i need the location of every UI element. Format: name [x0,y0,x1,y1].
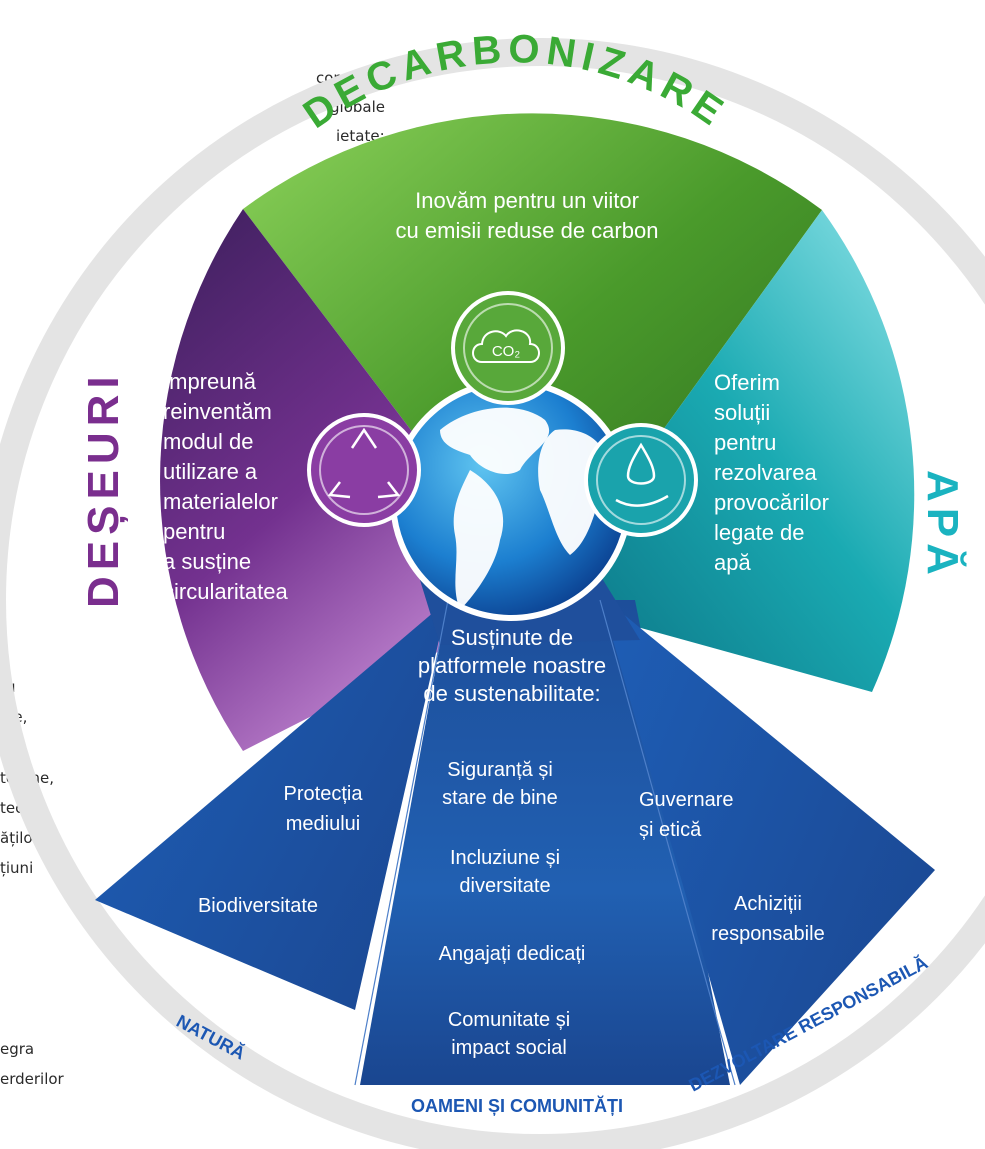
platform-item-comunitate-line: impact social [451,1037,567,1059]
center-heading-line: platformele noastre [418,653,606,678]
platform-item-incluziune-line: Incluziune și [450,847,560,869]
left-fragment-line: erderilor [0,1070,64,1088]
platform-item-protectia-line: Protecția [284,783,364,805]
quadrant-text-decarbonizare-line: Inovăm pentru un viitor [415,188,639,213]
center-heading-line: de sustenabilitate: [423,681,600,706]
quadrant-text-apa-line: legate de [714,520,805,545]
quadrant-text-deseuri-line: a susține [163,549,251,574]
outer-ring [0,38,985,1149]
platform-item-incluziune-line: diversitate [459,875,550,897]
quadrant-text-apa-line: Oferim [714,370,780,395]
platform-item-comunitate-line: Comunitate și [448,1009,570,1031]
platform-item-comunitate: Comunitate și impact social [448,1009,570,1059]
platform-item-biodiversitate: Biodiversitate [198,895,318,917]
platform-item-protectia-line: mediului [286,813,360,835]
quadrant-text-apa-line: soluții [714,400,770,425]
quadrant-text-apa-line: pentru [714,430,776,455]
quadrant-text-deseuri-line: reinventăm [163,399,272,424]
platform-item-achizitii-line: Achiziții [734,893,802,915]
quadrant-text-apa-line: apă [714,550,751,575]
platform-item-siguranta-line: stare de bine [442,787,558,809]
quadrant-text-decarbonizare: Inovăm pentru un viitor cu emisii reduse … [396,188,659,243]
platform-natura [95,600,448,1010]
quadrant-text-deseuri-line: utilizare a [163,459,258,484]
co2-cloud-icon: CO₂ [451,291,565,405]
center-heading: Susținute de platformele noastre de susten… [418,625,606,706]
quadrant-text-decarbonizare-line: cu emisii reduse de carbon [396,218,659,243]
water-drop-hand-icon [584,423,698,537]
platform-item-achizitii-line: responsabile [711,923,824,945]
quadrant-text-apa-line: provocărilor [714,490,829,515]
platform-item-biodiversitate-line: Biodiversitate [198,895,318,917]
quadrant-text-deseuri-line: modul de [163,429,254,454]
platform-item-guvernare-line: și etică [639,819,702,841]
globe-icon [390,379,632,621]
platform-item-angajati-line: Angajați dedicați [439,943,586,965]
title-apa: APĂ [918,470,968,581]
recycle-icon [307,413,421,527]
quadrant-text-apa: Oferim soluții pentru rezolvarea provocărilo… [714,370,829,575]
quadrant-text-apa-line: rezolvarea [714,460,817,485]
platform-item-guvernare: Guvernare și etică [639,789,734,841]
platform-item-siguranta-line: Siguranță și [447,759,553,781]
title-deseuri: DEȘEURI [79,370,128,608]
platform-item-achizitii: Achiziții responsabile [711,893,824,945]
quadrant-text-deseuri-line: pentru [163,519,225,544]
platform-dezvoltare [600,595,935,1085]
left-fragment-line: țiuni [0,859,34,877]
left-fragment-line: egra [0,1040,35,1058]
platform-item-incluziune: Incluziune și diversitate [450,847,560,897]
co2-label: CO₂ [492,343,521,360]
quadrant-text-deseuri-line: circularitatea [163,579,288,604]
center-heading-line: Susținute de [451,625,573,650]
quadrant-text-deseuri-line: Împreună [162,369,257,394]
platform-item-angajati: Angajați dedicați [439,943,586,965]
platform-item-guvernare-line: Guvernare [639,789,734,811]
quadrant-text-deseuri: Împreună reinventăm modul de utilizare a mat… [162,369,288,604]
quadrant-apa [540,210,915,692]
bottom-title-oameni: OAMENI ȘI COMUNITĂȚI [411,1095,623,1116]
platform-item-siguranta: Siguranță și stare de bine [442,759,558,809]
platform-item-protectia: Protecția mediului [284,783,364,835]
quadrant-text-deseuri-line: materialelor [163,489,278,514]
